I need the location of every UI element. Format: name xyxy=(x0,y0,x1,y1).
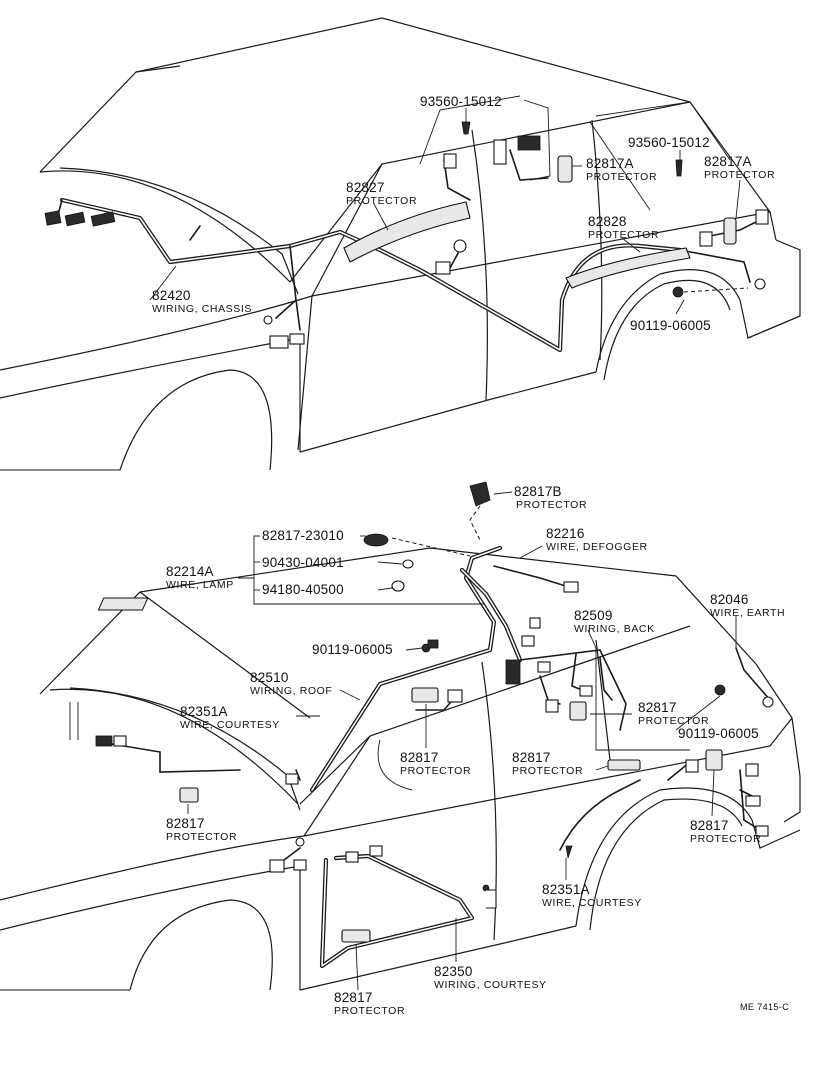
protector-82828-shape xyxy=(565,247,691,289)
label-90119-06005-top: 90119-06005 xyxy=(630,318,711,333)
label-82817B: 82817B xyxy=(514,484,562,499)
label-82351A-upper: 82351A xyxy=(180,704,228,719)
protector-82817-back-shape xyxy=(569,701,587,721)
label-82509-name: WIRING, BACK xyxy=(574,623,655,635)
label-82046-name: WIRE, EARTH xyxy=(710,607,785,619)
protector-82817-door-shape xyxy=(607,759,641,771)
label-82828: 82828 xyxy=(588,214,627,229)
top-labels: 93560-15012 93560-15012 82817A PROTECTOR… xyxy=(152,94,775,333)
label-90430-04001: 90430-04001 xyxy=(262,555,344,570)
lamp-plate-shape xyxy=(97,597,149,611)
label-82817-quarter: 82817 xyxy=(690,818,729,833)
label-94180-40500: 94180-40500 xyxy=(262,582,344,597)
label-82817-left: 82817 xyxy=(166,816,205,831)
label-82351A-upper-name: WIRE, COURTESY xyxy=(180,719,280,731)
label-82817-back-name: PROTECTOR xyxy=(638,715,709,727)
label-93560-15012-a: 93560-15012 xyxy=(420,94,502,109)
label-82817-door-name: PROTECTOR xyxy=(512,765,583,777)
label-82817B-name: PROTECTOR xyxy=(516,499,587,511)
cushion-94180-shape xyxy=(391,580,405,592)
label-82817A-right: 82817A xyxy=(704,154,752,169)
protector-82817-23010-shape xyxy=(363,533,389,547)
label-82351A-lower-name: WIRE, COURTESY xyxy=(542,897,642,909)
label-82510: 82510 xyxy=(250,670,289,685)
label-82817-door: 82817 xyxy=(512,750,551,765)
label-82216-name: WIRE, DEFOGGER xyxy=(546,541,648,553)
label-82817-quarter-name: PROTECTOR xyxy=(690,833,761,845)
protector-82817A-right-shape xyxy=(723,217,737,245)
protector-82817-courtesy-shape xyxy=(341,929,371,943)
label-82420-name: WIRING, CHASSIS xyxy=(152,303,252,315)
top-car-body xyxy=(0,17,801,471)
label-82817-roof-name: PROTECTOR xyxy=(400,765,471,777)
bottom-labels: 82817B PROTECTOR 82817-23010 82216 WIRE,… xyxy=(166,484,789,1017)
label-82350-name: WIRING, COURTESY xyxy=(434,979,547,991)
label-82214A: 82214A xyxy=(166,564,214,579)
label-82817A-left: 82817A xyxy=(586,156,634,171)
drawing-reference: ME 7415-C xyxy=(740,1002,789,1012)
bottom-connectors xyxy=(95,581,774,909)
label-82509: 82509 xyxy=(574,608,613,623)
bottom-harnesses xyxy=(99,545,771,969)
label-82817-courtesy-name: PROTECTOR xyxy=(334,1005,405,1017)
protector-82817-quarter-shape xyxy=(705,749,723,771)
label-82827: 82827 xyxy=(346,180,385,195)
label-82817-courtesy: 82817 xyxy=(334,990,373,1005)
bottom-car-body xyxy=(0,547,801,991)
label-82351A-lower: 82351A xyxy=(542,882,590,897)
label-82817-left-name: PROTECTOR xyxy=(166,831,237,843)
label-82510-name: WIRING, ROOF xyxy=(250,685,332,697)
label-82046: 82046 xyxy=(710,592,749,607)
label-82214A-name: WIRE, LAMP xyxy=(166,579,234,591)
label-82817A-right-name: PROTECTOR xyxy=(704,169,775,181)
label-82817-roof: 82817 xyxy=(400,750,439,765)
label-82817-23010: 82817-23010 xyxy=(262,528,344,543)
label-82817-back: 82817 xyxy=(638,700,677,715)
protector-82817B-shape xyxy=(469,481,491,507)
bottom-protector-shapes xyxy=(97,481,723,943)
protector-82817-roof-shape xyxy=(411,687,439,703)
label-90119-06005-bottom: 90119-06005 xyxy=(678,726,759,741)
top-leader-lines xyxy=(149,108,749,315)
top-connectors xyxy=(44,135,769,349)
label-82216: 82216 xyxy=(546,526,585,541)
label-82817A-left-name: PROTECTOR xyxy=(586,171,657,183)
label-82350: 82350 xyxy=(434,964,473,979)
bolt-90119-shape xyxy=(427,639,439,649)
protector-82817-left-shape xyxy=(179,787,199,803)
nut-90430-shape xyxy=(402,559,414,569)
bottom-leader-lines xyxy=(187,491,737,991)
label-93560-15012-b: 93560-15012 xyxy=(628,135,710,150)
label-82827-name: PROTECTOR xyxy=(346,195,417,207)
label-90119-06005-mid: 90119-06005 xyxy=(312,642,393,657)
label-82828-name: PROTECTOR xyxy=(588,229,659,241)
label-82420: 82420 xyxy=(152,288,191,303)
protector-82817A-left-shape xyxy=(557,155,573,183)
protector-82827-shape xyxy=(343,201,471,263)
